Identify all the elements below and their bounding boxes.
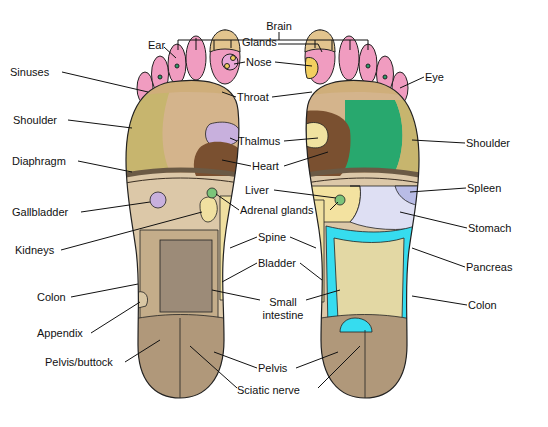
organ-label: Sciatic nerve [237,384,300,397]
leader-lines [61,32,467,388]
organ-label: Diaphragm [12,155,66,168]
left-foot [120,75,245,405]
organ-label: Pelvis [258,362,287,375]
organ-label: Heart [252,160,279,173]
organ-label: Nose [246,56,272,69]
organ-label: Stomach [468,222,511,235]
organ-label: Kidneys [15,244,54,257]
organ-label: Bladder [258,257,296,270]
organ-label: Colon [468,299,497,312]
organ-label: Sinuses [10,66,49,79]
organ-label: Adrenal glands [240,204,313,217]
organ-label: Small intestine [258,296,308,322]
right-foot [300,75,425,405]
organ-label: Pelvis/buttock [45,356,113,369]
organ-label: Gallbladder [12,206,68,219]
organ-label: Appendix [37,327,83,340]
organ-label: Thalmus [238,135,280,148]
organ-label: Glands [242,36,277,49]
organ-label: Ear [148,39,165,52]
organ-label: Brain [266,20,292,33]
organ-label: Spine [258,231,286,244]
organ-label: Pancreas [466,261,512,274]
organ-label: Colon [37,291,66,304]
organ-label: Shoulder [466,137,510,150]
organ-label: Liver [245,184,269,197]
organ-label: Spleen [467,182,501,195]
left-foot-outline [126,80,239,398]
right-foot-outline [306,80,419,398]
organ-label: Throat [237,91,269,104]
organ-label: Eye [425,71,444,84]
organ-label: Shoulder [13,114,57,127]
